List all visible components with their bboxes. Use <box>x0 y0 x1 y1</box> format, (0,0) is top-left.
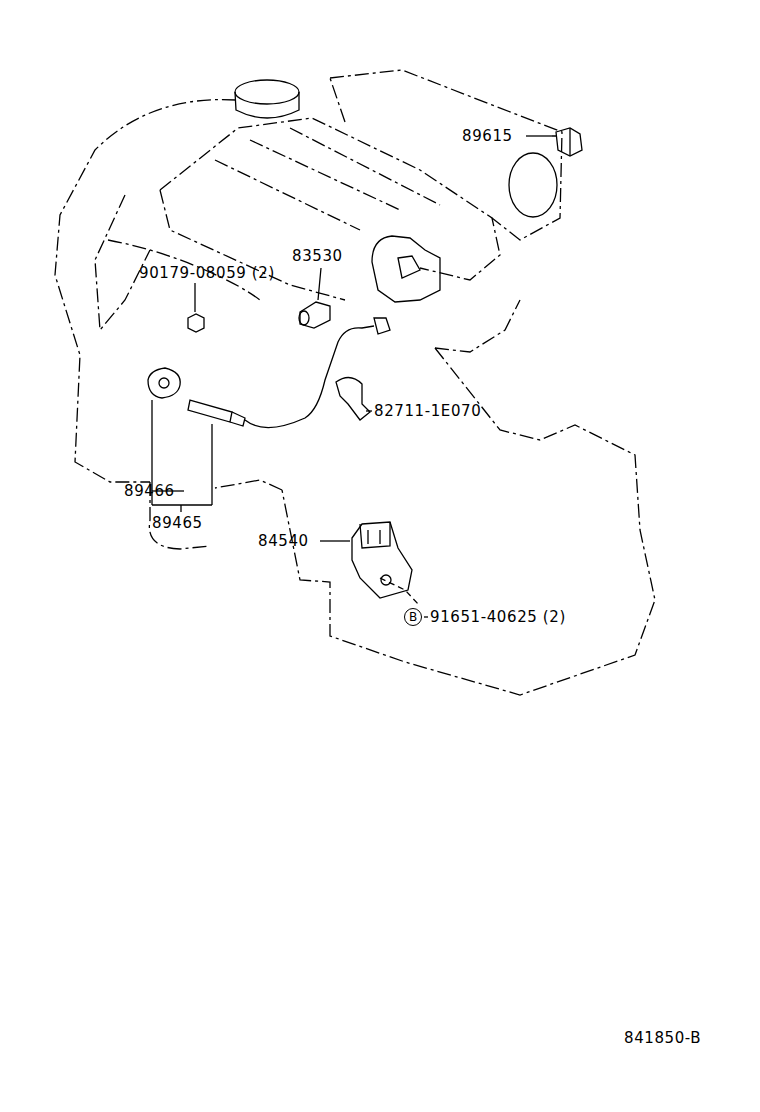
diagram-code: 841850-B <box>624 1030 701 1046</box>
part-number: 91651-40625 (2) <box>430 609 566 625</box>
part-number: 89466 <box>124 483 175 499</box>
part-number: 83530 <box>292 248 343 264</box>
part-number: 89465 <box>152 515 203 531</box>
reference-circle: B <box>404 608 422 626</box>
part-number: 90179-08059 (2) <box>139 265 275 281</box>
part-number: 84540 <box>258 533 309 549</box>
reference-letter: B <box>409 611 417 623</box>
part-number: 89615 <box>462 128 513 144</box>
part-number: 82711-1E070 <box>374 403 481 419</box>
